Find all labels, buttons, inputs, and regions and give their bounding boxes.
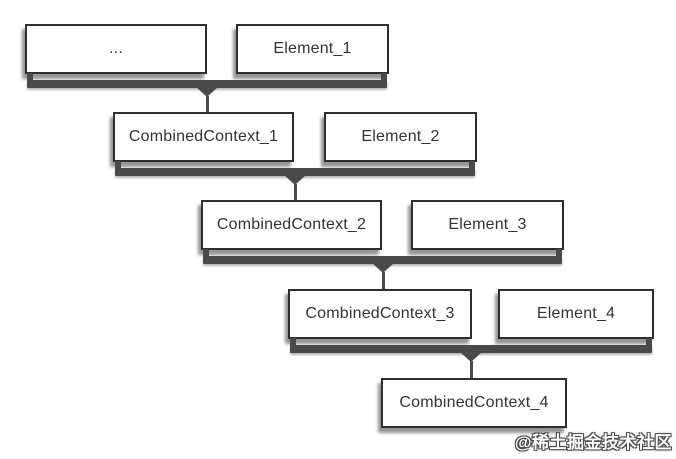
bracket-end-tick xyxy=(556,249,562,257)
merge-stem xyxy=(294,184,297,202)
watermark-juejin: @稀土掘金技术社区 xyxy=(514,433,672,452)
bracket-end-tick xyxy=(646,338,652,346)
merge-bracket xyxy=(290,345,652,353)
bracket-end-tick xyxy=(290,338,296,346)
merge-bracket xyxy=(203,256,562,264)
merge-bracket xyxy=(115,168,475,176)
merge-arrow-icon xyxy=(284,175,306,185)
bracket-end-tick xyxy=(115,161,121,169)
merge-stem xyxy=(206,96,209,114)
merge-stem xyxy=(382,272,385,291)
node-combinedcontext-4: CombinedContext_4 xyxy=(381,378,567,428)
node-element-2: Element_2 xyxy=(324,112,477,162)
node-element-1: Element_1 xyxy=(236,24,389,74)
bracket-end-tick xyxy=(27,73,33,81)
merge-bracket xyxy=(27,80,387,88)
node-combinedcontext-1: CombinedContext_1 xyxy=(113,112,294,162)
merge-stem xyxy=(470,361,473,380)
node-element-4: Element_4 xyxy=(498,289,654,339)
merge-arrow-icon xyxy=(196,87,218,97)
bracket-end-tick xyxy=(469,161,475,169)
merge-arrow-icon xyxy=(372,263,394,273)
bracket-end-tick xyxy=(203,249,209,257)
node-ellipsis: ... xyxy=(25,24,207,74)
node-combinedcontext-2: CombinedContext_2 xyxy=(201,200,382,250)
bracket-end-tick xyxy=(381,73,387,81)
merge-arrow-icon xyxy=(460,352,482,362)
node-element-3: Element_3 xyxy=(411,200,564,250)
node-combinedcontext-3: CombinedContext_3 xyxy=(288,289,472,339)
